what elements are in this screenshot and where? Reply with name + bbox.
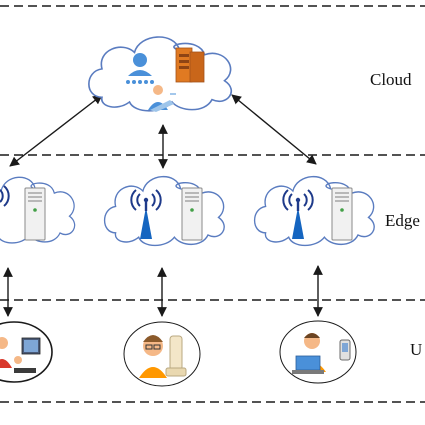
server-icon	[331, 187, 353, 241]
edge-layer-label: Edge	[385, 211, 420, 230]
server-icon	[181, 187, 203, 241]
connector-cloud-edge-left	[9, 94, 103, 167]
student-user-icon	[123, 321, 201, 387]
cloud-layer-label: Cloud	[370, 70, 412, 89]
edge-node-center	[103, 175, 225, 247]
user-on-laptop-icon	[148, 85, 176, 112]
edge-node-right	[253, 175, 375, 247]
cloud-icon	[253, 175, 375, 247]
laptop-user-icon	[279, 320, 357, 384]
person-network-icon	[126, 53, 154, 84]
cloud-icon	[103, 175, 225, 247]
user-group-icon	[0, 321, 53, 383]
connector-cloud-edge-right	[231, 94, 317, 165]
server-rack-icon	[175, 47, 205, 83]
edge-node-left	[0, 176, 76, 244]
cloud-node	[88, 36, 233, 112]
server-icon	[24, 187, 46, 241]
user-layer-label: U	[410, 340, 423, 359]
